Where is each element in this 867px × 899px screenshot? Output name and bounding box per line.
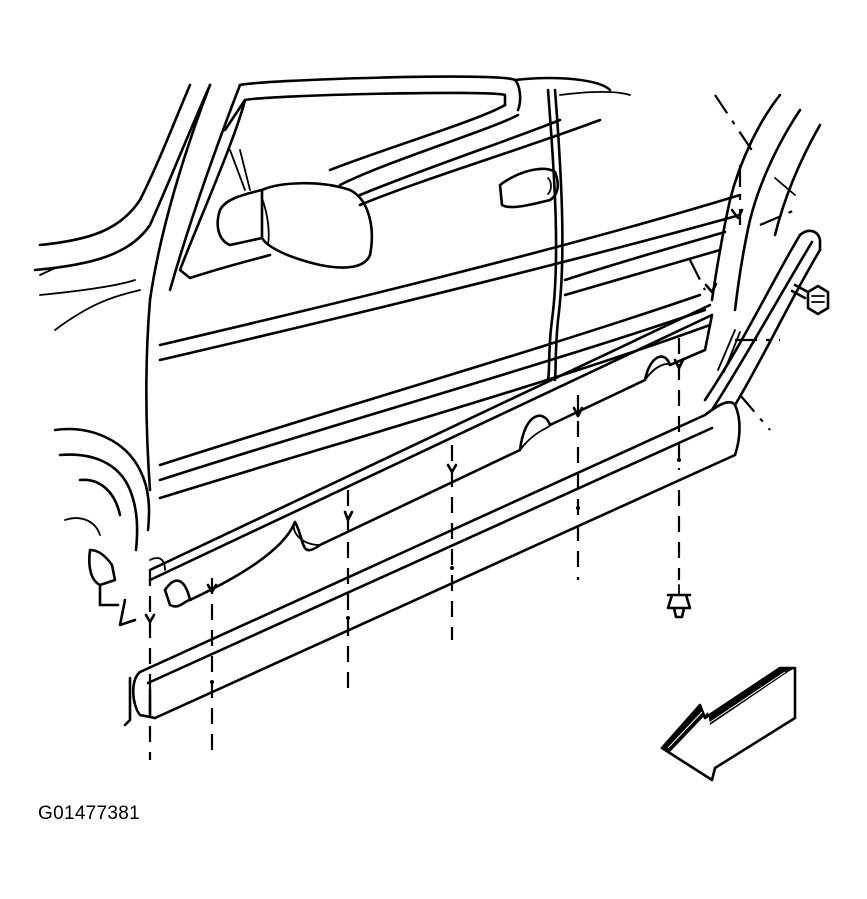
front-direction-arrow-icon — [660, 666, 797, 782]
retaining-clips — [144, 208, 744, 684]
screw — [790, 283, 830, 316]
push-pin — [666, 584, 692, 619]
vehicle-body — [33, 75, 822, 627]
molding-retainer-strip — [148, 303, 714, 608]
figure-id-label: G01477381 — [38, 803, 141, 824]
rocker-panel-molding — [123, 229, 822, 727]
